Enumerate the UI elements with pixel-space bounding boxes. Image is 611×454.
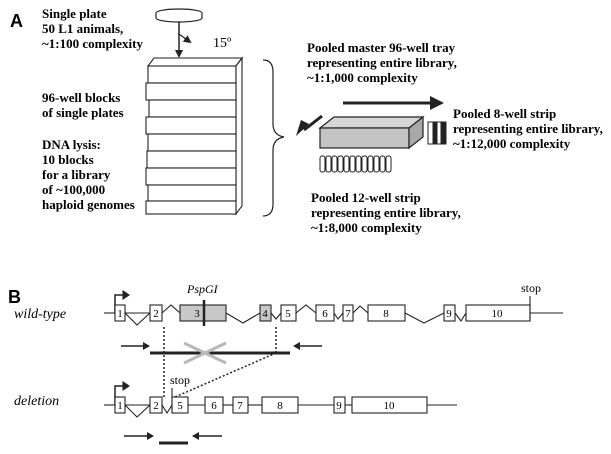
svg-text:2: 2 [153,308,159,320]
tilt-angle-label: 15º [213,36,232,51]
deletion-breakpoint-lines [163,327,277,398]
dna-lysis-description: DNA lysis: 10 blocks for a library of ~1… [42,137,135,212]
svg-text:7: 7 [345,308,351,320]
svg-text:2: 2 [153,400,159,412]
deletion-exon-2: 2 [149,396,163,414]
wildtype-exon-10: 10 [465,304,531,322]
svg-text:1: 1 [117,400,123,412]
svg-text:10: 10 [384,400,396,412]
wildtype-exon-2: 2 [149,304,163,322]
wildtype-stop-label: stop [521,281,541,295]
wildtype-exon-1: 1 [114,304,126,322]
pspgi-label: PspGI [186,282,219,296]
blocks-description: 96-well blocks of single plates [42,90,124,120]
wildtype-exon-5: 5 [280,304,297,322]
svg-text:9: 9 [446,308,452,320]
wildtype-exon-9: 9 [443,304,456,322]
lysis-line-4: of ~100,000 [42,182,105,197]
pool-to-strip-arrow [343,96,444,110]
svg-text:10: 10 [492,308,504,320]
strip8-line-3: ~1:12,000 complexity [453,136,571,151]
eight-well-strip [427,121,447,145]
deletion-exon-6: 6 [204,396,224,414]
svg-text:4: 4 [262,308,268,320]
svg-text:7: 7 [237,400,243,412]
wildtype-pcr-product [121,341,322,365]
panel-b-label: B [8,287,21,307]
deletion-exon-1: 1 [114,396,126,414]
blocks-line-1: 96-well blocks [42,90,120,105]
strip8-line-1: Pooled 8-well strip [453,106,556,121]
lysis-line-2: 10 blocks [42,152,94,167]
master-tray-line-2: representing entire library, [307,55,457,70]
deletion-exon-8: 8 [261,396,299,414]
single-plate-line-2: 50 L1 animals, [42,21,123,36]
deletion-stop-label: stop [170,373,190,387]
master-tray [318,115,425,150]
svg-text:5: 5 [285,308,291,320]
wildtype-exon-6: 6 [315,304,335,322]
panel-a-label: A [10,11,23,31]
single-plate-line-1: Single plate [42,6,107,21]
brace-to-tray-arrow [296,114,323,136]
master-tray-line-3: ~1:1,000 complexity [307,70,418,85]
master-tray-description: Pooled master 96-well tray representing … [307,40,460,85]
svg-text:6: 6 [211,400,217,412]
svg-text:1: 1 [117,308,123,320]
strip12-line-1: Pooled 12-well strip [311,190,421,205]
library-brace [262,59,285,217]
svg-text:8: 8 [277,400,283,412]
svg-text:3: 3 [194,308,200,320]
twelve-well-strip [319,155,392,173]
svg-text:8: 8 [383,308,389,320]
lysis-line-3: for a library [42,167,111,182]
svg-text:6: 6 [322,308,328,320]
wildtype-exon-7: 7 [342,304,354,322]
eight-well-strip-description: Pooled 8-well strip representing entire … [453,106,606,151]
deletion-exon-10: 10 [351,396,428,414]
strip12-line-2: representing entire library, [311,205,461,220]
block-stack [145,56,244,216]
master-tray-line-1: Pooled master 96-well tray [307,40,456,55]
deletion-label: deletion [14,394,59,409]
deletion-exon-5: 5 [171,396,189,414]
deletion-exon-9: 9 [333,396,346,414]
lysis-line-5: haploid genomes [42,197,135,212]
deletion-exon-7: 7 [232,396,249,414]
twelve-well-strip-description: Pooled 12-well strip representing entire… [311,190,464,235]
wildtype-label: wild-type [14,307,66,322]
single-plate-text: Single plate 50 L1 animals, ~1:100 compl… [42,6,143,51]
lysis-line-1: DNA lysis: [42,137,101,152]
plate-to-block-arrow [175,22,192,58]
svg-text:5: 5 [177,400,183,412]
strip12-line-3: ~1:8,000 complexity [311,220,422,235]
svg-text:9: 9 [336,400,342,412]
strip8-line-2: representing entire library, [453,121,603,136]
deletion-pcr-product [124,432,222,445]
petri-plate-icon [155,8,203,23]
wildtype-exon-8: 8 [367,304,406,322]
single-plate-line-3: ~1:100 complexity [42,36,143,51]
wildtype-exon-4-deleted: 4 [259,304,272,322]
blocks-line-2: of single plates [42,105,124,120]
